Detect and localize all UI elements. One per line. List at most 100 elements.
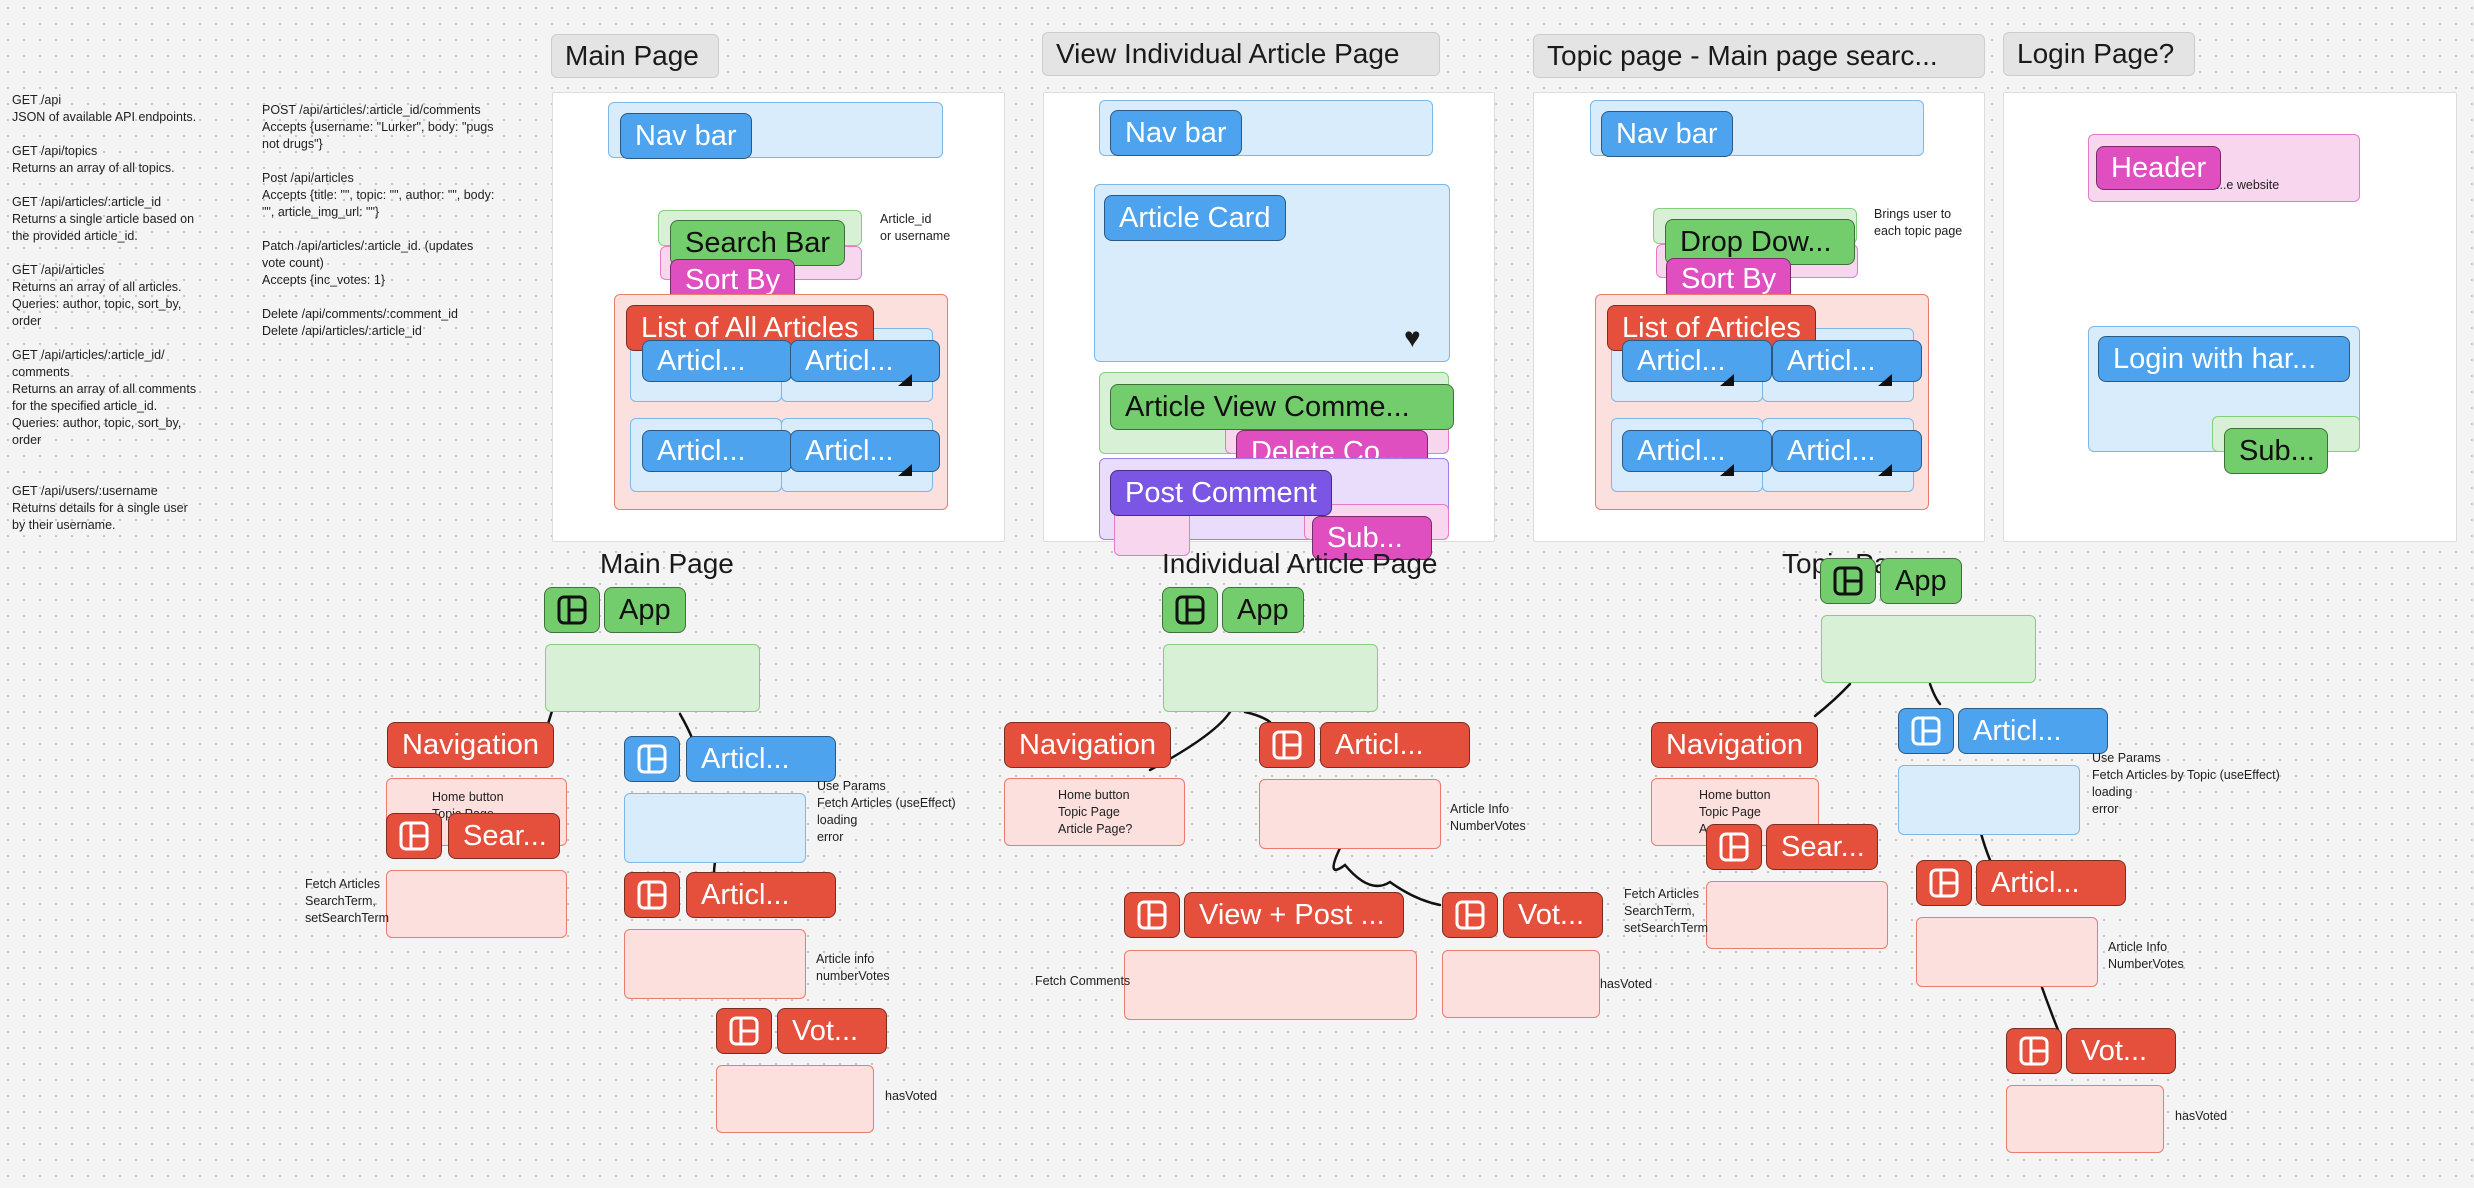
article-label[interactable]: Articl...: [1772, 430, 1922, 472]
frame-title-article[interactable]: View Individual Article Page: [1042, 32, 1440, 76]
nav-bar-label[interactable]: Nav bar: [620, 113, 752, 159]
small-pink-box[interactable]: [1114, 510, 1190, 556]
frame-title-login[interactable]: Login Page?: [2003, 32, 2195, 76]
article-label[interactable]: Articl...: [1622, 340, 1772, 382]
search-label[interactable]: Sear...: [448, 813, 560, 859]
connector-line: [1813, 682, 1852, 718]
view-post-note: Fetch Comments: [1035, 974, 1131, 988]
search-label[interactable]: Sear...: [1766, 824, 1878, 870]
article-label[interactable]: Articl...: [1320, 722, 1470, 768]
layout-panel-icon[interactable]: [1259, 722, 1315, 768]
layout-panel-icon[interactable]: [386, 813, 442, 859]
topic-side-note: Brings user to each topic page: [1874, 207, 1963, 238]
view-post-label[interactable]: View + Post ...: [1184, 892, 1404, 938]
layout-panel-icon[interactable]: [1162, 587, 1218, 633]
header-label[interactable]: Header: [2096, 146, 2222, 190]
layout-panel-icon[interactable]: [1124, 892, 1180, 938]
vote-label[interactable]: Vot...: [777, 1008, 887, 1054]
app-label[interactable]: App: [1880, 558, 1962, 604]
corner-marker-icon: [1878, 464, 1892, 476]
header-note: ...e website: [2216, 178, 2280, 192]
app-label[interactable]: App: [1222, 587, 1304, 633]
header-box[interactable]: [2088, 134, 2360, 202]
nav-bar-label[interactable]: Nav bar: [1601, 111, 1733, 157]
article-card-label[interactable]: Article Card: [1104, 195, 1286, 241]
vote-box[interactable]: [2006, 1085, 2164, 1153]
article-comments-label[interactable]: Article View Comme...: [1110, 384, 1454, 430]
heart-icon: ♥: [1404, 322, 1421, 353]
api-notes-mutations: POST /api/articles/:article_id/comments …: [262, 103, 495, 338]
navigation-note: Home button Topic Page A...: [1699, 788, 1771, 836]
search-box[interactable]: [386, 870, 567, 938]
connector-line: [1332, 846, 1442, 907]
navigation-box[interactable]: [1004, 778, 1185, 846]
app-box[interactable]: [545, 644, 760, 712]
article-box[interactable]: [1916, 917, 2098, 987]
view-post-box[interactable]: [1124, 950, 1417, 1020]
main-side-note: Article_id or username: [880, 212, 951, 243]
connector-line: [678, 712, 694, 740]
layout-panel-icon[interactable]: [624, 872, 680, 918]
article-label[interactable]: Articl...: [642, 340, 792, 382]
layout-panel-icon[interactable]: [716, 1008, 772, 1054]
article-label[interactable]: Articl...: [790, 340, 940, 382]
post-comment-label[interactable]: Post Comment: [1110, 470, 1332, 516]
navigation-note: Home button Topic Page: [432, 790, 504, 821]
search-box[interactable]: [1706, 881, 1888, 949]
login-label[interactable]: Login with har...: [2098, 336, 2350, 382]
connector-line: [1243, 710, 1272, 724]
article-label[interactable]: Articl...: [642, 430, 792, 472]
articles-note: Use Params Fetch Articles (useEffect) lo…: [817, 779, 956, 844]
sort-by-label[interactable]: Sort By: [1666, 258, 1792, 300]
dropdown-label[interactable]: Drop Dow...: [1665, 219, 1855, 265]
article-note: Article info numberVotes: [816, 952, 890, 983]
articles-label[interactable]: Articl...: [1958, 708, 2108, 754]
submit-label[interactable]: Sub...: [1312, 516, 1432, 560]
vote-note: hasVoted: [1600, 977, 1653, 991]
articles-box[interactable]: [624, 793, 806, 863]
vote-box[interactable]: [1442, 950, 1600, 1018]
articles-label[interactable]: Articl...: [686, 736, 836, 782]
corner-marker-icon: [1720, 374, 1734, 386]
tree-title-main: Main Page: [600, 548, 734, 579]
layout-panel-icon[interactable]: [1706, 824, 1762, 870]
tree-title-article: Individual Article Page: [1162, 548, 1438, 579]
layout-panel-icon[interactable]: [1898, 708, 1954, 754]
article-note: Article Info NumberVotes: [2108, 940, 2184, 971]
app-box[interactable]: [1821, 615, 2036, 683]
article-label[interactable]: Articl...: [790, 430, 940, 472]
article-label[interactable]: Articl...: [1622, 430, 1772, 472]
submit-label[interactable]: Sub...: [2224, 428, 2328, 474]
layout-panel-icon[interactable]: [624, 736, 680, 782]
article-label[interactable]: Articl...: [1976, 860, 2126, 906]
navigation-label[interactable]: Navigation: [1651, 722, 1819, 768]
corner-marker-icon: [1720, 464, 1734, 476]
article-label[interactable]: Articl...: [1772, 340, 1922, 382]
nav-bar-label[interactable]: Nav bar: [1110, 110, 1242, 156]
connector-line: [1928, 682, 1942, 706]
api-notes-get: GET /api JSON of available API endpoints…: [12, 93, 197, 532]
navigation-label[interactable]: Navigation: [1004, 722, 1172, 768]
frame-title-main[interactable]: Main Page: [551, 34, 719, 78]
vote-label[interactable]: Vot...: [2066, 1028, 2176, 1074]
articles-note: Use Params Fetch Articles by Topic (useE…: [2092, 751, 2280, 816]
app-box[interactable]: [1163, 644, 1378, 712]
article-box[interactable]: [624, 929, 806, 999]
vote-label[interactable]: Vot...: [1503, 892, 1603, 938]
layout-panel-icon[interactable]: [1916, 860, 1972, 906]
article-note: Article Info NumberVotes: [1450, 802, 1526, 833]
search-note: Fetch Articles SearchTerm, setSearchTerm: [305, 877, 390, 925]
search-bar-label[interactable]: Search Bar: [670, 220, 846, 266]
layout-panel-icon[interactable]: [544, 587, 600, 633]
layout-panel-icon[interactable]: [2006, 1028, 2062, 1074]
layout-panel-icon[interactable]: [1820, 558, 1876, 604]
article-box[interactable]: [1259, 779, 1441, 849]
article-label[interactable]: Articl...: [686, 872, 836, 918]
articles-box[interactable]: [1898, 765, 2080, 835]
app-label[interactable]: App: [604, 587, 686, 633]
layout-panel-icon[interactable]: [1442, 892, 1498, 938]
navigation-label[interactable]: Navigation: [387, 722, 555, 768]
vote-note: hasVoted: [885, 1089, 938, 1103]
vote-box[interactable]: [716, 1065, 874, 1133]
frame-title-topic[interactable]: Topic page - Main page searc...: [1533, 34, 1985, 78]
